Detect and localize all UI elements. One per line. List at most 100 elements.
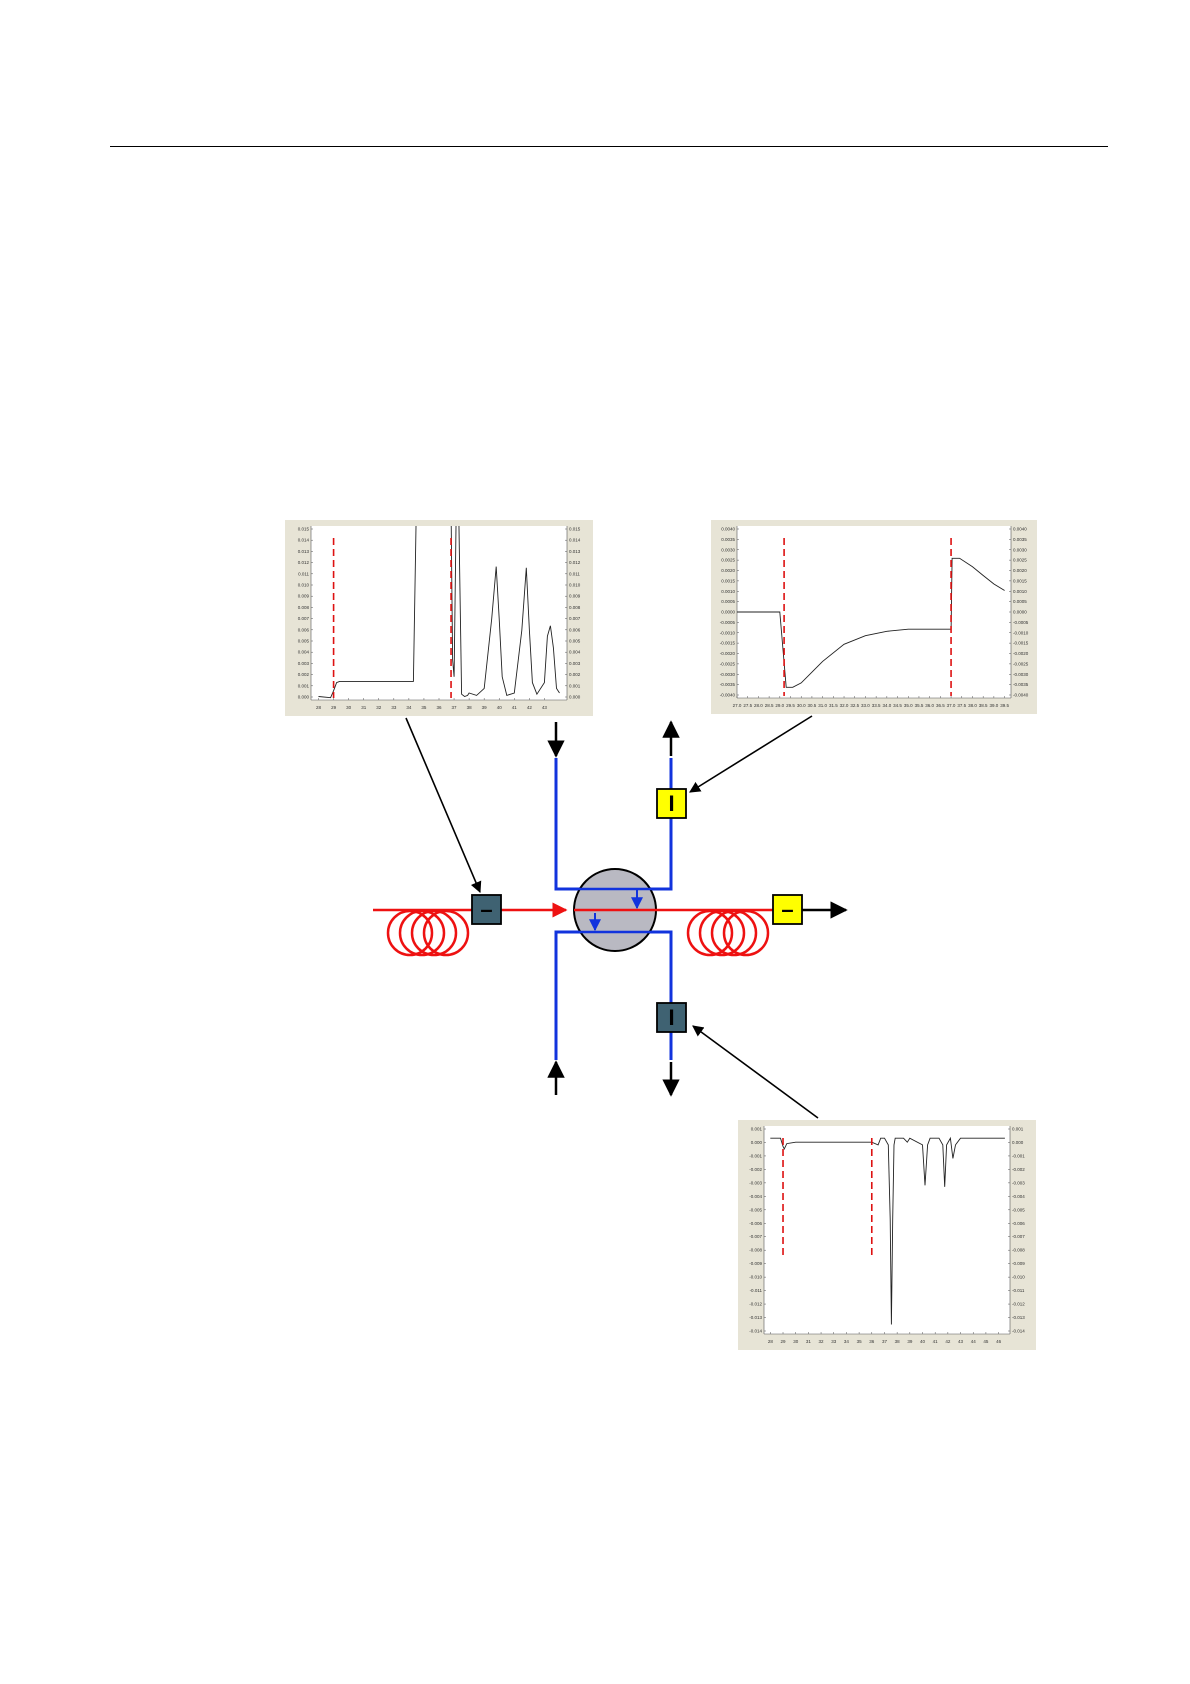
chart-top-left-ytick-left: 0.006	[298, 627, 310, 632]
pointer-line-bottom-detector	[692, 1025, 819, 1119]
chart-bottom-plot-area	[764, 1126, 1010, 1334]
chart-bottom-xtick: 34	[844, 1339, 850, 1344]
chart-top-left-xtick: 37	[452, 705, 458, 710]
chart-top-right-trace	[737, 557, 1005, 688]
chart-bottom-xtick: 39	[907, 1339, 913, 1344]
chart-top-left-ytick-right: 0.004	[569, 650, 581, 655]
chart-top-right-ytick-right: 0.0035	[1013, 537, 1027, 542]
chart-bottom-ytick-right: -0.002	[1012, 1167, 1025, 1172]
chart-top-right-xtick: 36.0	[925, 703, 934, 708]
chart-top-left-xtick: 39	[482, 705, 488, 710]
chart-top-right-ytick-right: 0.0015	[1013, 578, 1027, 583]
chart-bottom-xtick: 33	[831, 1339, 837, 1344]
chart-top-right-xtick: 30.0	[797, 703, 806, 708]
chart-top-right-ytick-left: -0.0030	[720, 672, 736, 677]
chart-bottom-ytick-left: 0.001	[751, 1127, 763, 1132]
chart-top-left-ytick-right: 0.007	[569, 616, 581, 621]
stream-top-right	[637, 758, 673, 891]
detector-first: –	[471, 894, 502, 925]
chart-bottom-ytick-left: -0.005	[749, 1207, 762, 1212]
chart-top-right-xtick: 31.5	[829, 703, 838, 708]
chart-bottom-xtick: 28	[768, 1339, 774, 1344]
stream-bottom-right	[595, 930, 673, 1060]
pointer-line-top-detector	[689, 715, 813, 793]
chart-top-right-xtick: 38.0	[968, 703, 977, 708]
chart-top-left-xtick: 34	[406, 705, 412, 710]
chart-top-right-xtick: 30.5	[808, 703, 817, 708]
chart-top-left-xtick: 30	[346, 705, 352, 710]
chart-bottom-ytick-left: -0.014	[749, 1329, 762, 1334]
chart-bottom-ytick-left: -0.006	[749, 1221, 762, 1226]
chart-top-right-ytick-left: -0.0010	[720, 630, 736, 635]
chart-top-left-xtick: 31	[361, 705, 367, 710]
chart-bottom-ytick-left: 0.000	[751, 1140, 763, 1145]
chart-top-left-xtick: 41	[512, 705, 518, 710]
chart-bottom-ytick-right: -0.013	[1012, 1315, 1025, 1320]
chart-top-right-xtick: 35.0	[904, 703, 913, 708]
chart-top-left-ytick-right: 0.000	[569, 695, 581, 700]
chart-top-left-ytick-left: 0.012	[298, 560, 310, 565]
chart-bottom-ytick-left: -0.003	[749, 1180, 762, 1185]
chart-bottom-ytick-right: -0.007	[1012, 1234, 1025, 1239]
chart-top-right-ytick-left: 0.0020	[721, 568, 735, 573]
chart-top-right-xtick: 37.0	[947, 703, 956, 708]
chart-top-left-ytick-right: 0.015	[569, 527, 581, 532]
chart-top-right-ytick-left: 0.0025	[721, 558, 735, 563]
chart-top-left-xtick: 42	[527, 705, 533, 710]
chart-bottom-ytick-right: -0.004	[1012, 1194, 1025, 1199]
chart-top-right-ytick-left: 0.0010	[721, 589, 735, 594]
chart-top-right-ytick-right: -0.0010	[1013, 630, 1029, 635]
chart-top-left-ytick-right: 0.002	[569, 672, 581, 677]
chart-top-left-xtick: 38	[467, 705, 473, 710]
chart-top-right-ytick-left: -0.0040	[720, 693, 736, 698]
chart-bottom-ytick-right: -0.011	[1012, 1288, 1025, 1293]
chart-bottom-ytick-right: 0.000	[1012, 1140, 1024, 1145]
chart-top-right-ytick-right: 0.0020	[1013, 568, 1027, 573]
chart-bottom-xtick: 31	[806, 1339, 812, 1344]
chart-top-right-ytick-right: -0.0005	[1013, 620, 1029, 625]
chart-top-right-xtick: 34.5	[893, 703, 902, 708]
chart-top-right-ytick-left: -0.0025	[720, 661, 736, 666]
chart-top-left-xtick: 33	[391, 705, 397, 710]
chart-top-right-xtick: 29.0	[775, 703, 784, 708]
header-rule	[110, 146, 1108, 147]
chart-top-right-ytick-right: 0.0010	[1013, 589, 1027, 594]
chart-top-right-ytick-right: 0.0030	[1013, 547, 1027, 552]
chart-top-right-ytick-right: 0.0005	[1013, 599, 1027, 604]
chart-bottom-ytick-right: -0.001	[1012, 1153, 1025, 1158]
chart-top-right-ytick-left: 0.0015	[721, 578, 735, 583]
chart-bottom-xtick: 41	[933, 1339, 939, 1344]
chart-bottom-xtick: 42	[945, 1339, 951, 1344]
chart-top-right-xtick: 32.0	[840, 703, 849, 708]
chart-bottom-ytick-left: -0.001	[749, 1153, 762, 1158]
chart-top-left-plot-area	[311, 526, 567, 700]
chart-top-left-xtick: 35	[421, 705, 427, 710]
chart-bottom-xtick: 36	[869, 1339, 875, 1344]
chart-bottom-ytick-left: -0.009	[749, 1261, 762, 1266]
chart-bottom-ytick-left: -0.012	[749, 1302, 762, 1307]
chart-top-left-ytick-left: 0.014	[298, 538, 310, 543]
chart-top-left-ytick-right: 0.003	[569, 661, 581, 666]
chart-top-right-ytick-right: -0.0040	[1013, 693, 1029, 698]
chart-top-left-ytick-left: 0.004	[298, 650, 310, 655]
chart-top-right-xtick: 37.5	[957, 703, 966, 708]
chart-bottom-ytick-left: -0.008	[749, 1248, 762, 1253]
chart-top-left-ytick-right: 0.005	[569, 639, 581, 644]
chart-top-right-xtick: 39.0	[989, 703, 998, 708]
chart-top-left-ytick-left: 0.011	[298, 571, 309, 576]
chart-top-right-ytick-left: 0.0030	[721, 547, 735, 552]
chart-top-right-xtick: 32.5	[850, 703, 859, 708]
chart-bottom-ytick-left: -0.007	[749, 1234, 762, 1239]
chart-top-left-xtick: 29	[331, 705, 337, 710]
chart-bottom-xtick: 29	[781, 1339, 787, 1344]
chart-bottom-xtick: 37	[882, 1339, 888, 1344]
chart-bottom-ytick-right: -0.012	[1012, 1302, 1025, 1307]
chart-top-left-xtick: 36	[436, 705, 442, 710]
chart-top-right-ytick-left: 0.0005	[721, 599, 735, 604]
chart-top-right-xtick: 39.5	[1000, 703, 1009, 708]
chart-top-left-ytick-left: 0.013	[298, 549, 310, 554]
chart-top-right-ytick-left: 0.0040	[721, 527, 735, 532]
chart-top-right-ytick-left: 0.0035	[721, 537, 735, 542]
chart-top-right-xtick: 35.5	[915, 703, 924, 708]
